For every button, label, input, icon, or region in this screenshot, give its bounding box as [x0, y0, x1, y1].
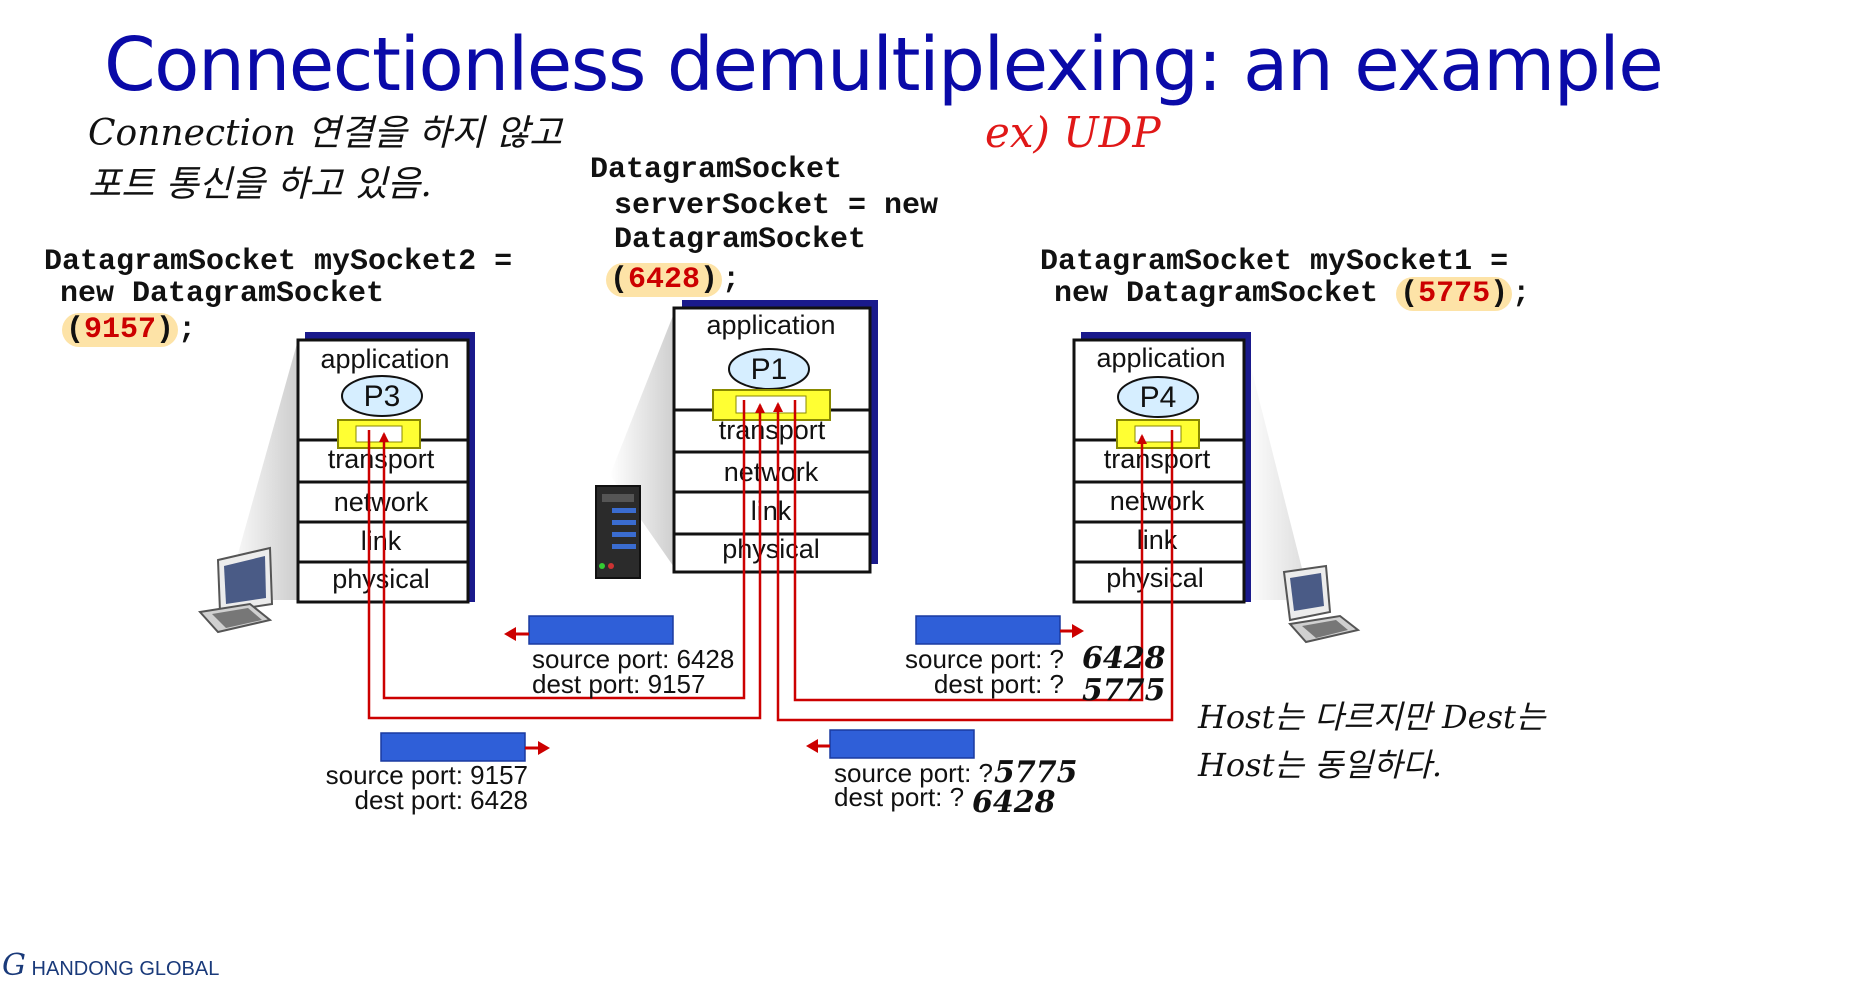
right-layer-physical: physical: [1106, 563, 1204, 593]
segment-left-to-server-src: source port: 9157: [326, 760, 528, 790]
server-beam: [610, 308, 676, 570]
handwritten-note-line1: Connection 연결을 하지 않고: [88, 113, 563, 154]
server-protocol-stack: application P1 transport network link ph…: [672, 300, 878, 574]
port-value-center: 6428: [628, 263, 701, 297]
socket-left: [337, 419, 421, 449]
handwritten-dst-6428: 6428: [972, 785, 1056, 820]
left-host-beam: [225, 340, 298, 600]
process-p3: [341, 375, 423, 417]
left-layer-application: application: [320, 344, 449, 374]
message-paths: [367, 400, 1174, 722]
code-center-line3: DatagramSocket: [614, 223, 867, 257]
server-layer-application: application: [706, 310, 835, 340]
code-center-line2: serverSocket = new: [614, 189, 939, 223]
path-left-to-server: [367, 403, 765, 720]
code-center-line1: DatagramSocket: [590, 153, 843, 187]
left-layer-physical: physical: [332, 564, 430, 594]
port-value-right: 5775: [1418, 277, 1491, 311]
handwritten-note-host-line2: Host는 동일하다.: [1198, 746, 1442, 784]
server-layer-transport: transport: [719, 415, 826, 445]
process-p3-label: P3: [364, 380, 401, 413]
code-right-port-line: new DatagramSocket (5775);: [1054, 277, 1531, 311]
left-layer-link: link: [361, 526, 402, 556]
segment-server-to-right: source port: ? dest port: ? 6428 5775: [905, 615, 1166, 708]
segment-right-to-server-src: source port: ?: [834, 758, 993, 788]
handwritten-dst-5775: 5775: [1082, 673, 1166, 708]
segment-server-to-right-dst: dest port: ?: [934, 669, 1064, 699]
segment-server-to-right-src: source port: ?: [905, 644, 1064, 674]
right-layer-application: application: [1096, 343, 1225, 373]
code-left-line1: DatagramSocket mySocket2 =: [44, 245, 513, 279]
right-host-beam: [1244, 340, 1310, 600]
segment-right-to-server-dst: dest port: ?: [834, 782, 964, 812]
port-highlight-center: (6428): [606, 263, 723, 297]
left-layer-transport: transport: [328, 444, 435, 474]
path-server-to-right: [793, 400, 1147, 702]
path-right-to-server: [773, 402, 1174, 722]
handwritten-src-5775: 5775: [994, 755, 1078, 790]
left-layer-network: network: [334, 487, 429, 517]
right-layer-transport: transport: [1104, 444, 1211, 474]
port-highlight-left: (9157): [62, 313, 179, 347]
logo-mark: G: [2, 948, 26, 983]
process-p4-label: P4: [1140, 381, 1177, 414]
handwritten-note-line2: 포트 통신을 하고 있음.: [88, 164, 432, 205]
server-layer-link: link: [751, 496, 792, 526]
server-layer-network: network: [724, 457, 819, 487]
segment-server-to-left-src: source port: 6428: [532, 644, 734, 674]
left-computer-icon: [198, 546, 274, 634]
code-left-line2: new DatagramSocket: [60, 277, 385, 311]
process-p4: [1117, 376, 1199, 418]
handwritten-note-udp: ex) UDP: [985, 108, 1161, 157]
right-protocol-stack: application P4 transport network link ph…: [1072, 332, 1251, 604]
code-left-port-line: (9157);: [62, 310, 196, 350]
handwritten-note-host-line1: Host는 다르지만 Dest는: [1198, 698, 1546, 736]
left-protocol-stack: application P3 transport network link ph…: [296, 332, 475, 604]
port-value-left: 9157: [84, 313, 157, 347]
right-layer-network: network: [1110, 486, 1205, 516]
process-p1-label: P1: [751, 353, 788, 386]
segment-left-to-server-dst: dest port: 6428: [355, 785, 528, 815]
right-computer-icon: [1282, 564, 1361, 644]
university-logo: G HANDONG GLOBAL: [2, 948, 220, 983]
segment-server-to-left: source port: 6428 dest port: 9157: [504, 615, 734, 699]
server-layer-physical: physical: [722, 534, 820, 564]
port-highlight-right: (5775): [1396, 277, 1513, 311]
segment-left-to-server: source port: 9157 dest port: 6428: [326, 732, 550, 815]
slide-title: Connectionless demultiplexing: an exampl…: [104, 22, 1664, 108]
code-right-line1: DatagramSocket mySocket1 =: [1040, 245, 1509, 279]
path-server-to-left: [379, 400, 746, 700]
segment-server-to-left-dst: dest port: 9157: [532, 669, 705, 699]
code-center-port-line: (6428);: [606, 260, 740, 300]
handwritten-src-6428: 6428: [1082, 641, 1166, 676]
server-icon: [595, 485, 641, 579]
segment-right-to-server: source port: ? dest port: ? 5775 6428: [806, 729, 1078, 820]
